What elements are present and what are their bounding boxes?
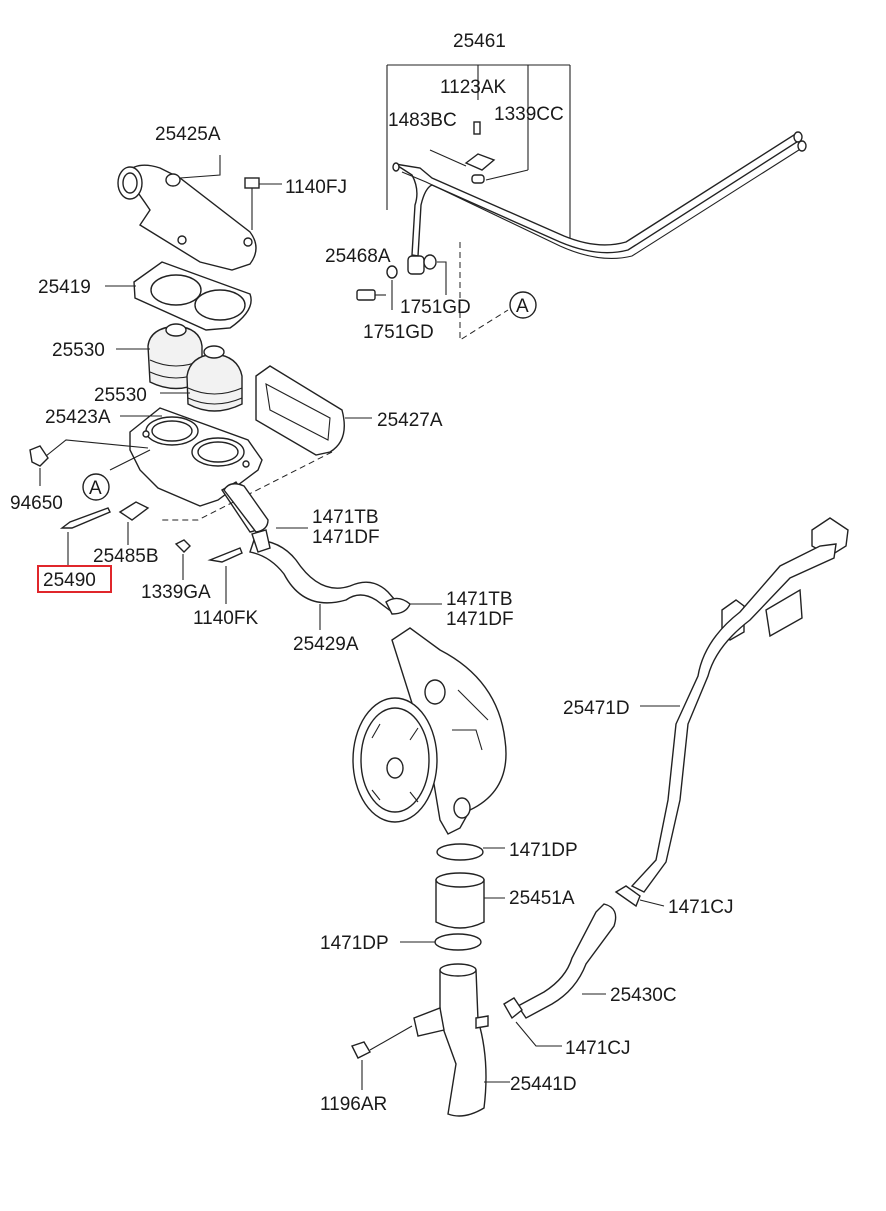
label-25429A: 25429A xyxy=(293,634,359,655)
label-25530-a: 25530 xyxy=(52,340,105,361)
water-pump xyxy=(352,627,507,835)
label-25425A: 25425A xyxy=(155,124,221,145)
label-1471DF-a: 1471DF xyxy=(312,527,380,548)
label-1751GD-a: 1751GD xyxy=(400,297,471,318)
return-pipe-and-hose xyxy=(503,517,849,1047)
ref-circle-left xyxy=(82,473,110,501)
label-1751GD-b: 1751GD xyxy=(363,322,434,343)
label-1471DP-a: 1471DP xyxy=(509,840,578,861)
label-1471DP-b: 1471DP xyxy=(320,933,389,954)
label-94650: 94650 xyxy=(10,493,63,514)
label-25441D: 25441D xyxy=(510,1074,577,1095)
label-25471D: 25471D xyxy=(563,698,630,719)
label-25451A: 25451A xyxy=(509,888,575,909)
label-25490: 25490 xyxy=(43,570,96,591)
label-1140FK: 1140FK xyxy=(193,608,258,629)
label-25419: 25419 xyxy=(38,277,91,298)
label-1471TB-a: 1471TB xyxy=(312,507,379,528)
label-25530-b: 25530 xyxy=(94,385,147,406)
label-1471TB-b: 1471TB xyxy=(446,589,513,610)
label-ref-A-left: A xyxy=(89,478,102,499)
label-1471CJ-a: 1471CJ xyxy=(668,897,734,918)
label-25461: 25461 xyxy=(453,31,506,52)
label-1483BC: 1483BC xyxy=(388,110,457,131)
label-1471CJ-b: 1471CJ xyxy=(565,1038,631,1059)
pipe-assembly-25461 xyxy=(356,64,807,341)
label-1123AK: 1123AK xyxy=(440,77,507,98)
ref-circle-top xyxy=(509,291,537,319)
label-25430C: 25430C xyxy=(610,985,677,1006)
label-25423A: 25423A xyxy=(45,407,111,428)
label-25468A: 25468A xyxy=(325,246,391,267)
label-1140FJ: 1140FJ xyxy=(285,177,347,198)
label-1339GA: 1339GA xyxy=(141,582,211,603)
label-ref-A-top: A xyxy=(516,296,529,317)
thermostat-housing-group xyxy=(29,155,442,630)
label-1339CC: 1339CC xyxy=(494,104,564,125)
label-1471DF-b: 1471DF xyxy=(446,609,514,630)
label-25427A: 25427A xyxy=(377,410,443,431)
highlight-box-25490 xyxy=(37,565,112,593)
label-25485B: 25485B xyxy=(93,546,159,567)
label-1196AR: 1196AR xyxy=(320,1094,387,1115)
coupling-and-lower-pipe xyxy=(351,843,510,1117)
